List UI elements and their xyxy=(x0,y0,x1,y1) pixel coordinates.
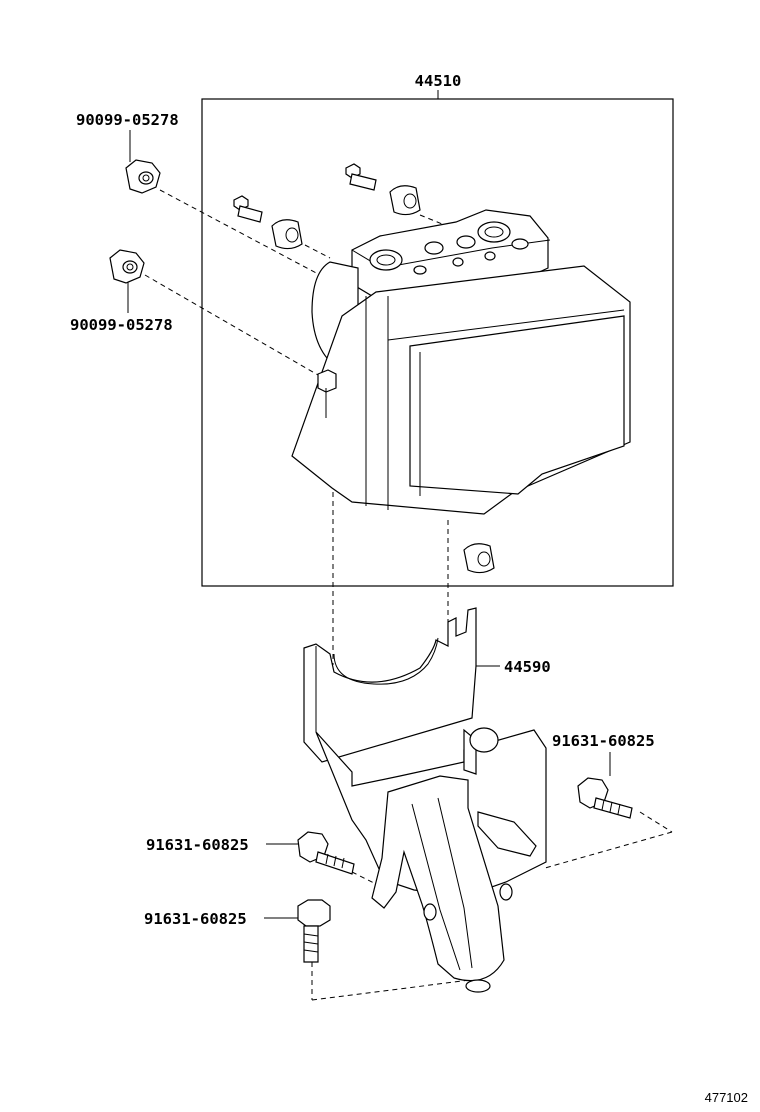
flange-bolt-left-upper-icon xyxy=(297,831,355,875)
actuator-bracket-icon xyxy=(303,607,547,993)
label-44590[interactable]: 44590 xyxy=(504,658,551,676)
flange-bolt-left-lower-icon xyxy=(297,899,331,963)
label-bolt-left-upper[interactable]: 91631-60825 xyxy=(146,836,249,854)
figure-id: 477102 xyxy=(705,1090,748,1105)
flange-bolt-right-icon xyxy=(577,777,633,819)
cushion-icon xyxy=(271,219,303,250)
flange-nut-upper-icon xyxy=(125,159,161,194)
cushion-icon xyxy=(389,185,421,216)
label-nut-lower[interactable]: 90099-05278 xyxy=(70,316,173,334)
flange-nut-lower-icon xyxy=(109,249,145,284)
assembly-frame xyxy=(201,98,674,587)
label-bolt-right[interactable]: 91631-60825 xyxy=(552,732,655,750)
label-nut-upper[interactable]: 90099-05278 xyxy=(76,111,179,129)
label-bolt-left-lower[interactable]: 91631-60825 xyxy=(144,910,247,928)
abs-actuator-icon xyxy=(291,209,631,515)
cushion-icon xyxy=(463,543,495,574)
stud-bolt-icon xyxy=(233,195,263,223)
stud-bolt-icon xyxy=(345,163,377,191)
label-44510[interactable]: 44510 xyxy=(415,72,462,90)
